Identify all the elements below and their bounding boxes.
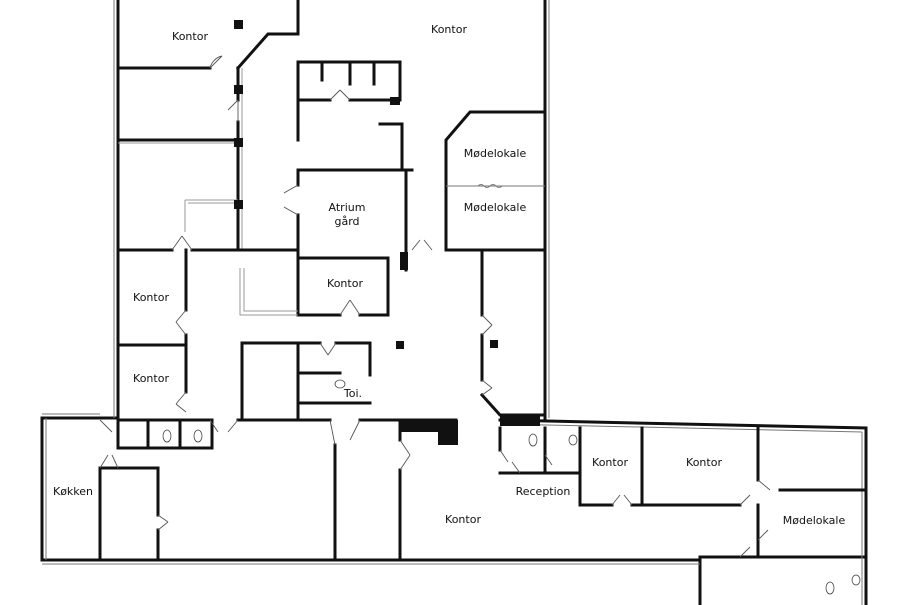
room-labels: Kontor Kontor Mødelokale Mødelokale Atri… — [53, 23, 845, 527]
doors — [99, 55, 771, 558]
room-label-kontor-nw: Kontor — [172, 30, 208, 43]
fixtures — [162, 379, 861, 595]
north-wing-walls — [116, 0, 547, 422]
room-label-atrium: Atrium — [329, 201, 366, 214]
room-label-reception: Reception — [516, 485, 571, 498]
south-wing-walls — [98, 416, 868, 562]
windows — [42, 0, 863, 605]
room-label-kontor-w2: Kontor — [133, 372, 169, 385]
room-label-kontor-e1: Kontor — [592, 456, 628, 469]
room-label-kontor-e2: Kontor — [686, 456, 722, 469]
room-label-moedelokale-3: Mødelokale — [783, 514, 846, 527]
room-label-moedelokale-1: Mødelokale — [464, 147, 527, 160]
room-label-kontor-w1: Kontor — [133, 291, 169, 304]
room-label-moedelokale-2: Mødelokale — [464, 201, 527, 214]
room-label-toilet: Toi. — [343, 387, 362, 400]
outer-walls — [40, 0, 868, 605]
room-label-atrium-2: gård — [334, 215, 359, 228]
room-label-koekken: Køkken — [53, 485, 93, 498]
room-label-kontor-south: Kontor — [445, 513, 481, 526]
room-label-kontor-center: Kontor — [327, 277, 363, 290]
room-label-kontor-n: Kontor — [431, 23, 467, 36]
columns — [234, 20, 540, 445]
